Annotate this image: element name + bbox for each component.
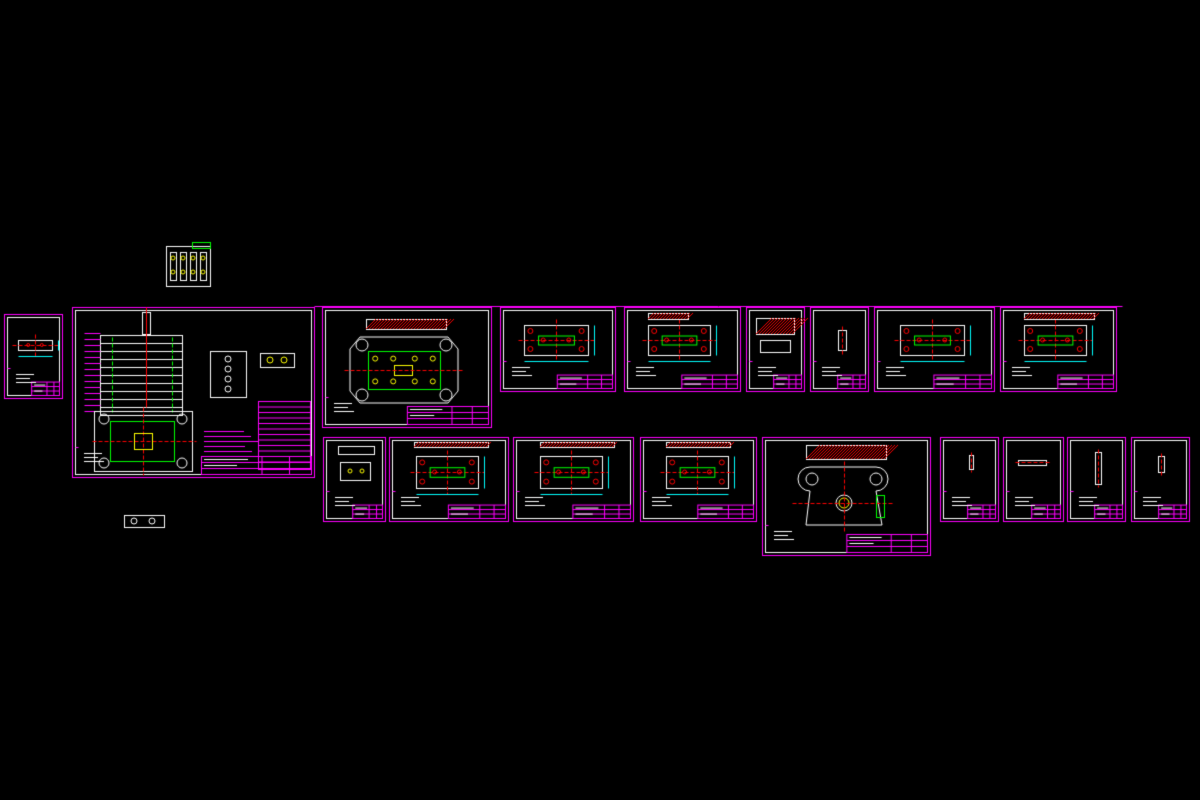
sheet-part-4[interactable] <box>1131 437 1189 521</box>
sheet-part-3[interactable] <box>1067 437 1125 521</box>
sheet-plate-1[interactable] <box>500 307 615 391</box>
sheet-plate-3[interactable] <box>874 307 994 391</box>
sheet-plate-7[interactable] <box>640 437 756 521</box>
sheet-small-1[interactable] <box>746 307 804 391</box>
sheet-top-plate[interactable] <box>762 437 930 555</box>
sheet-bottom-plate[interactable] <box>322 307 491 427</box>
sheet-plate-2[interactable] <box>624 307 740 391</box>
sheet-a[interactable] <box>4 314 62 398</box>
sheet-small-3[interactable] <box>323 437 385 521</box>
sheet-part-2[interactable] <box>1003 437 1063 521</box>
sheet-plate-6[interactable] <box>513 437 633 521</box>
sheet-part-1[interactable] <box>940 437 998 521</box>
sheet-plate-4[interactable] <box>1000 307 1116 391</box>
sheet-small-2[interactable] <box>810 307 868 391</box>
sheet-plate-5[interactable] <box>389 437 508 521</box>
sheet-assembly[interactable] <box>72 307 314 477</box>
